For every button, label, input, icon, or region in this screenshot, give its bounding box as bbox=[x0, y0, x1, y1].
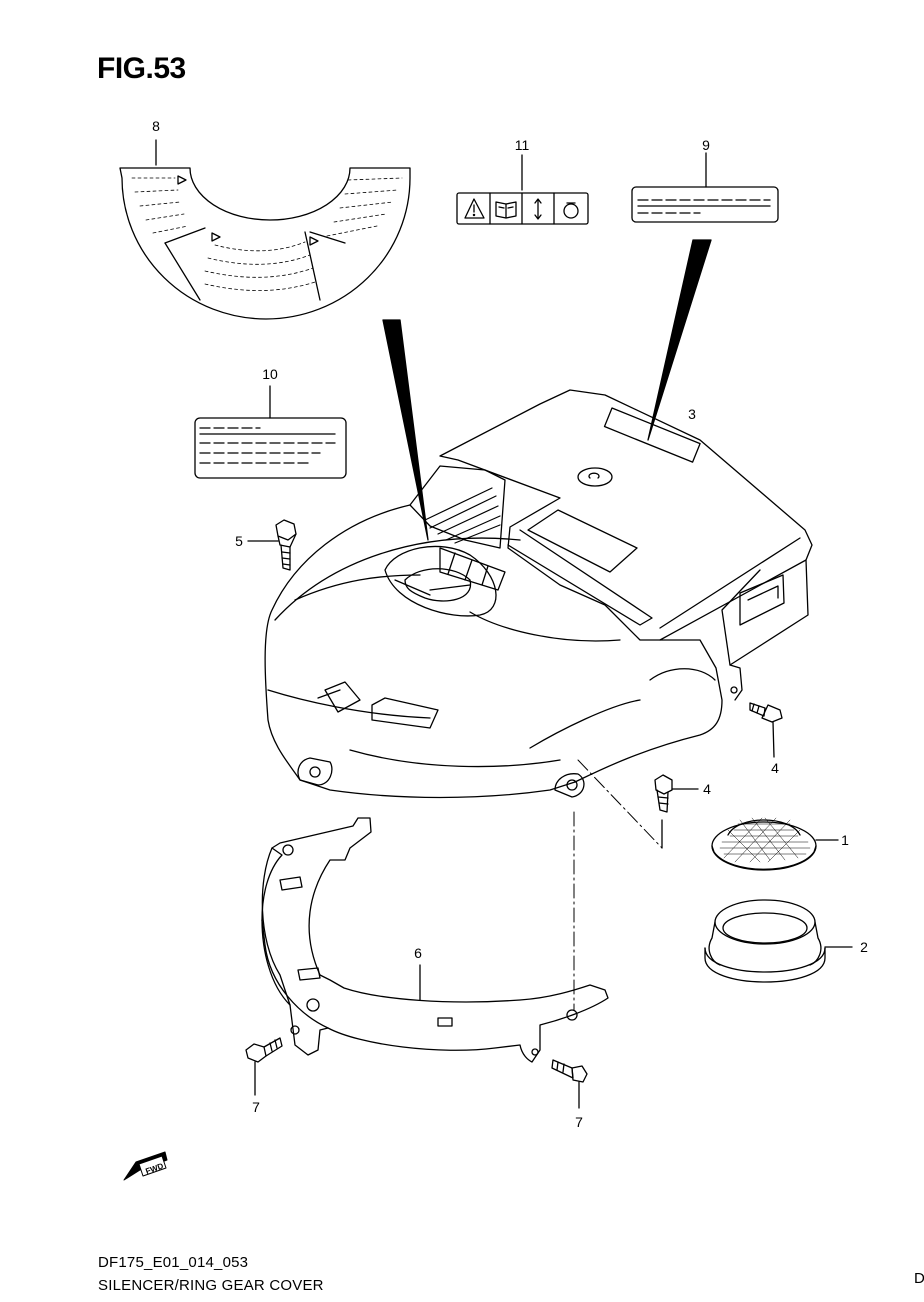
up-down-arrow-icon bbox=[534, 198, 542, 220]
callout-11: 11 bbox=[514, 137, 530, 153]
part-10-label bbox=[194, 385, 347, 479]
part-7-bolt-right bbox=[551, 1059, 588, 1109]
drawing-code: DF175_E01_014_053 bbox=[98, 1254, 249, 1271]
part-6-ring-gear-cover bbox=[261, 817, 609, 1063]
pointer-wedge-right bbox=[647, 239, 712, 441]
callout-7-right: 7 bbox=[575, 1114, 583, 1130]
callout-6: 6 bbox=[414, 945, 422, 961]
callout-1: 1 bbox=[841, 832, 849, 848]
callout-4-upper: 4 bbox=[771, 760, 779, 776]
part-4-bolt-upper bbox=[749, 702, 783, 758]
part-7-bolt-left bbox=[245, 1037, 283, 1096]
drawing-title: SILENCER/RING GEAR COVER bbox=[98, 1277, 324, 1294]
part-3-silencer-cover bbox=[264, 389, 813, 799]
fuel-cap-icon bbox=[563, 202, 579, 219]
callout-10: 10 bbox=[262, 366, 278, 382]
callout-2: 2 bbox=[860, 939, 868, 955]
part-9-label bbox=[631, 152, 779, 223]
manual-book-icon bbox=[495, 201, 517, 219]
pointer-wedge-left bbox=[382, 319, 429, 541]
callout-8: 8 bbox=[152, 118, 160, 134]
edge-mark: D bbox=[914, 1270, 924, 1287]
warning-icon bbox=[464, 198, 485, 219]
assembly-guide-lines bbox=[573, 759, 663, 1011]
figure-title: FIG.53 bbox=[97, 52, 186, 85]
part-5-bolt bbox=[247, 519, 297, 571]
part-2-ring-seal bbox=[704, 899, 853, 983]
fwd-arrow-badge: FWD bbox=[123, 1151, 168, 1181]
part-1-silencer-mesh bbox=[711, 817, 839, 871]
callout-9: 9 bbox=[702, 137, 710, 153]
part-8-decal bbox=[119, 139, 411, 320]
part-4-bolt-lower bbox=[654, 774, 699, 813]
part-11-warning-label bbox=[456, 154, 589, 225]
callout-7-left: 7 bbox=[252, 1099, 260, 1115]
callout-3: 3 bbox=[688, 406, 696, 422]
callout-5: 5 bbox=[235, 533, 243, 549]
callout-4-lower: 4 bbox=[703, 781, 711, 797]
